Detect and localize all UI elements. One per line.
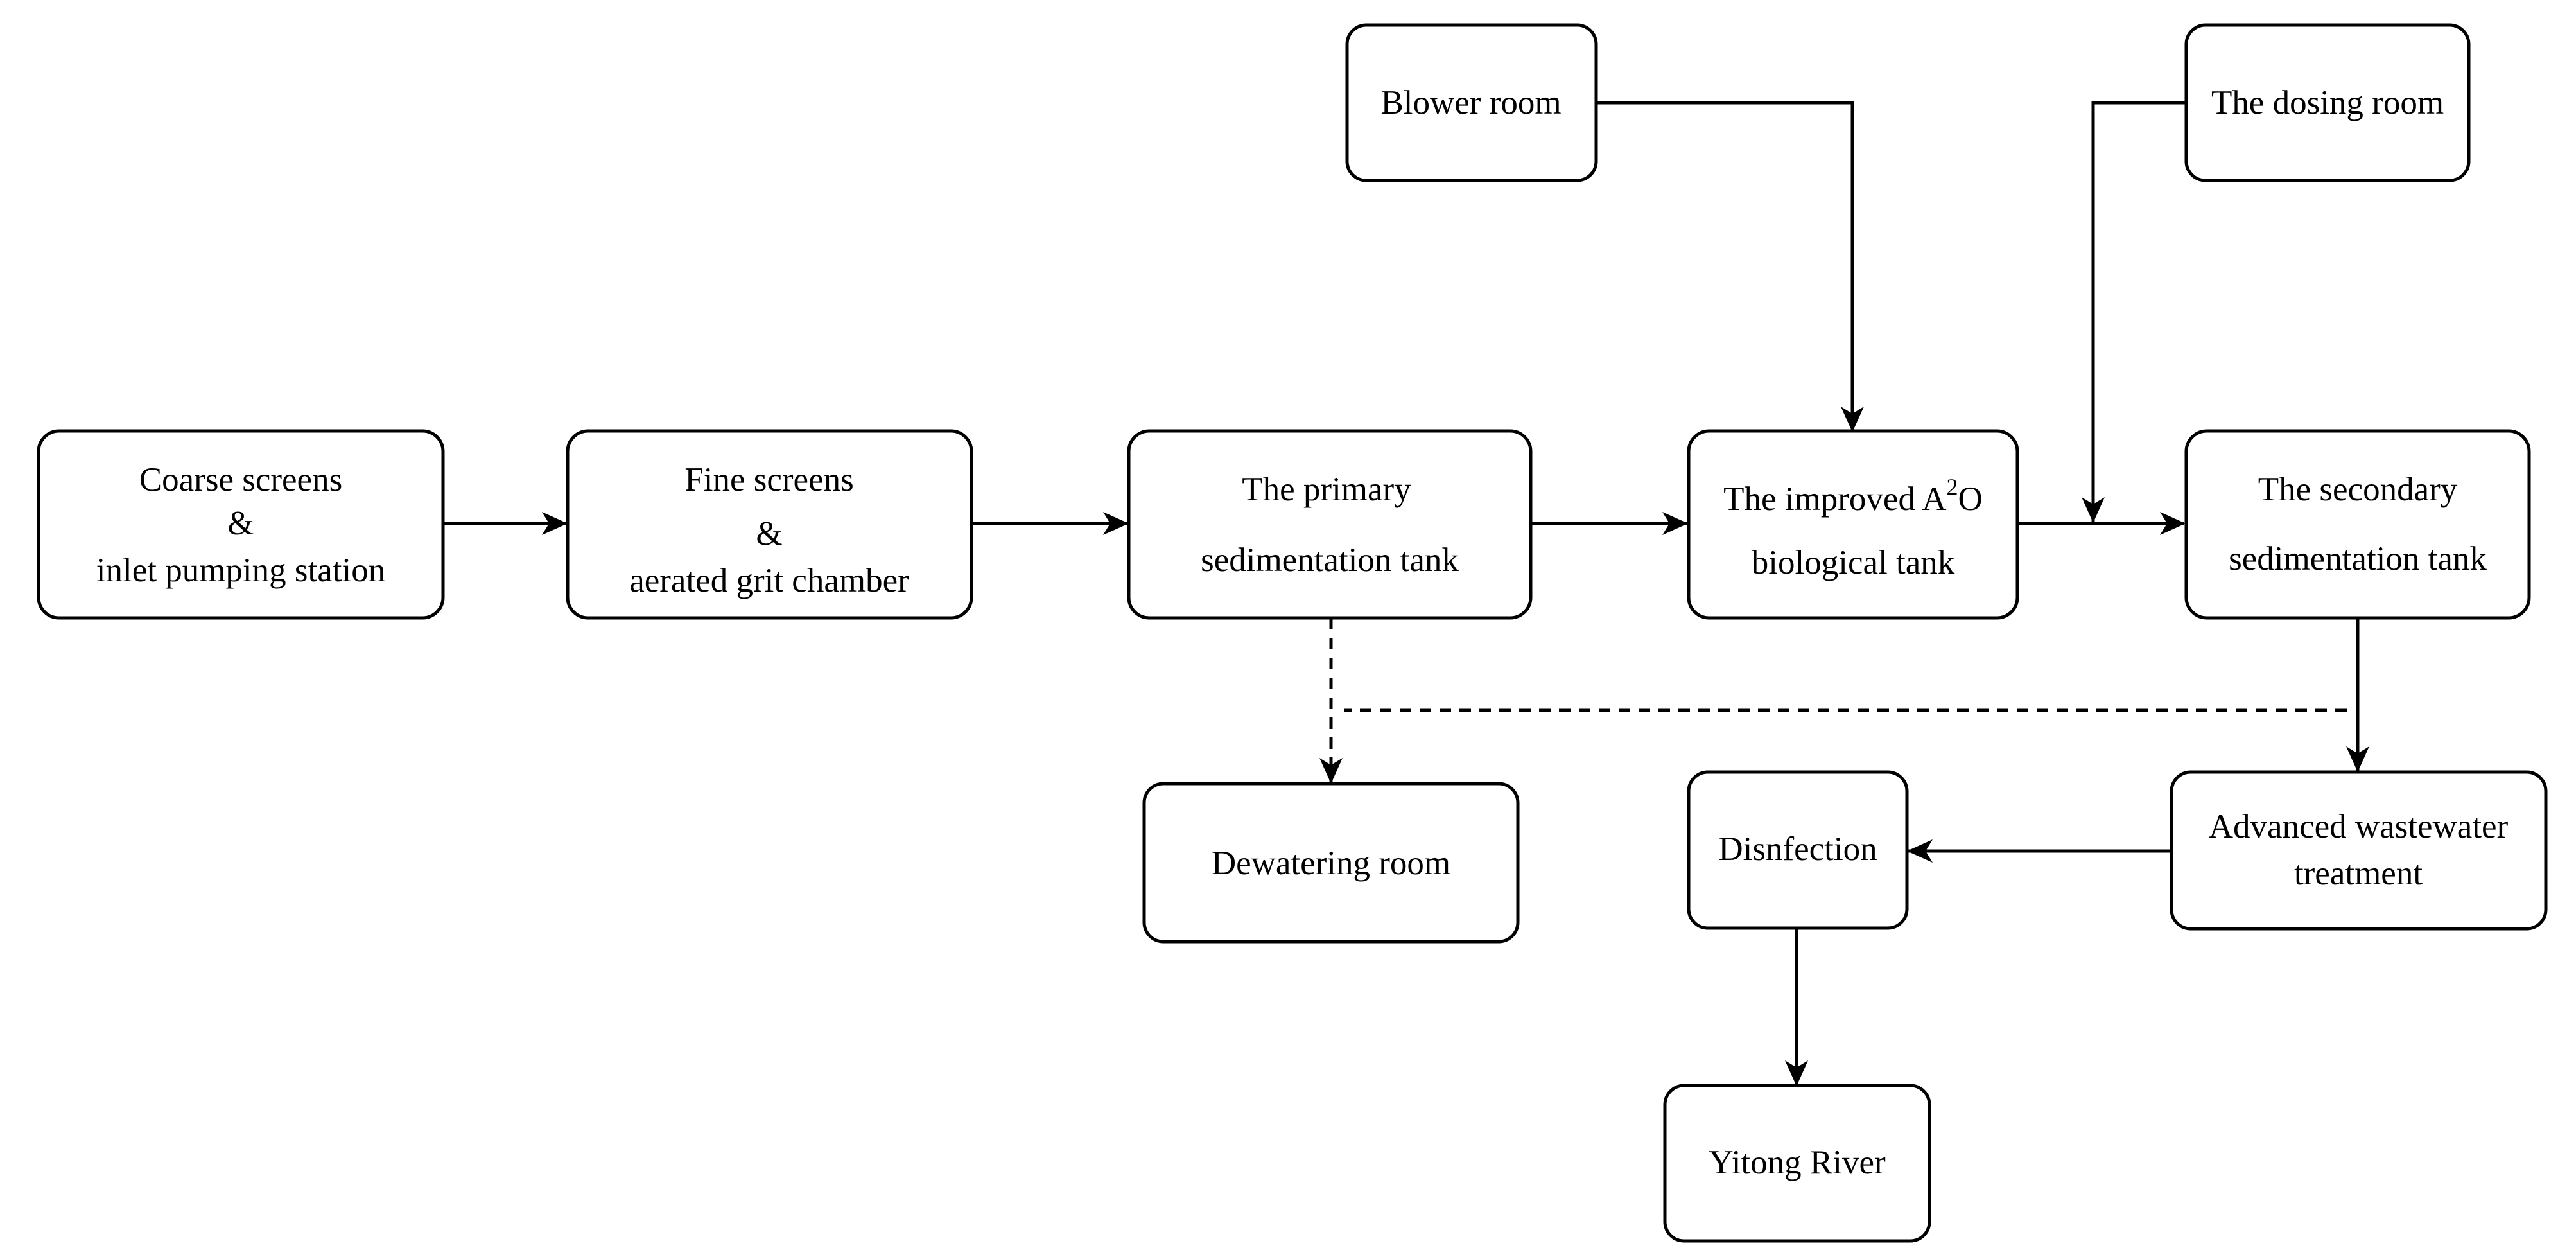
node-box: [2184, 429, 2531, 620]
node-box: [1687, 770, 1909, 930]
node-label: The dosing room: [2211, 84, 2444, 121]
node-label: Dewatering room: [1212, 845, 1450, 882]
node-label: sedimentation tank: [2229, 540, 2487, 577]
node-blower-room: Blower room: [1345, 23, 1598, 182]
node-label: Blower room: [1380, 84, 1561, 121]
node-box: [566, 429, 973, 620]
node-dewatering-room: Dewatering room: [1142, 782, 1520, 944]
node-box: [1142, 782, 1520, 944]
node-label: Advanced wastewater: [2209, 808, 2509, 845]
node-box: [1687, 429, 2019, 620]
node-label: Disnfection: [1718, 831, 1877, 868]
node-improved-a2o-biological-tank: The improved A2O biological tank: [1687, 429, 2019, 620]
node-label: sedimentation tank: [1201, 541, 1459, 579]
node-label: Yitong River: [1709, 1144, 1886, 1181]
node-box: [1127, 429, 1533, 620]
edge-blower-to-a2o: [1595, 101, 1864, 432]
node-label: aerated grit chamber: [629, 562, 909, 599]
node-label: Fine screens: [684, 461, 853, 498]
node-box: [37, 429, 445, 620]
node-label: treatment: [2294, 855, 2423, 892]
node-box: [2170, 770, 2548, 931]
node-label: inlet pumping station: [96, 552, 385, 589]
node-advanced-wastewater-treatment: Advanced wastewater treatment: [2170, 770, 2548, 931]
node-label-prefix: The improved A: [1723, 480, 1946, 518]
edge-dosing-to-link: [2082, 101, 2185, 523]
node-label: The primary: [1242, 471, 1411, 508]
node-label-suffix: O: [1958, 480, 1983, 518]
node-label: &: [756, 515, 782, 552]
node-label: &: [227, 505, 254, 542]
node-secondary-sedimentation-tank: The secondary sedimentation tank: [2184, 429, 2531, 620]
node-label: Coarse screens: [139, 461, 342, 498]
node-dosing-room: The dosing room: [2184, 23, 2471, 182]
node-box: [2184, 23, 2471, 182]
node-label-superscript: 2: [1947, 474, 1958, 500]
node-coarse-screens: Coarse screens & inlet pumping station: [37, 429, 445, 620]
node-label: The improved A2O: [1723, 474, 1983, 518]
node-disinfection: Disnfection: [1687, 770, 1909, 930]
node-primary-sedimentation-tank: The primary sedimentation tank: [1127, 429, 1533, 620]
edges: [443, 101, 2369, 1086]
node-label: The secondary: [2258, 471, 2458, 508]
node-label: biological tank: [1752, 544, 1955, 581]
node-box: [1663, 1084, 1931, 1243]
node-yitong-river: Yitong River: [1663, 1084, 1931, 1243]
node-box: [1345, 23, 1598, 182]
node-fine-screens: Fine screens & aerated grit chamber: [566, 429, 973, 620]
